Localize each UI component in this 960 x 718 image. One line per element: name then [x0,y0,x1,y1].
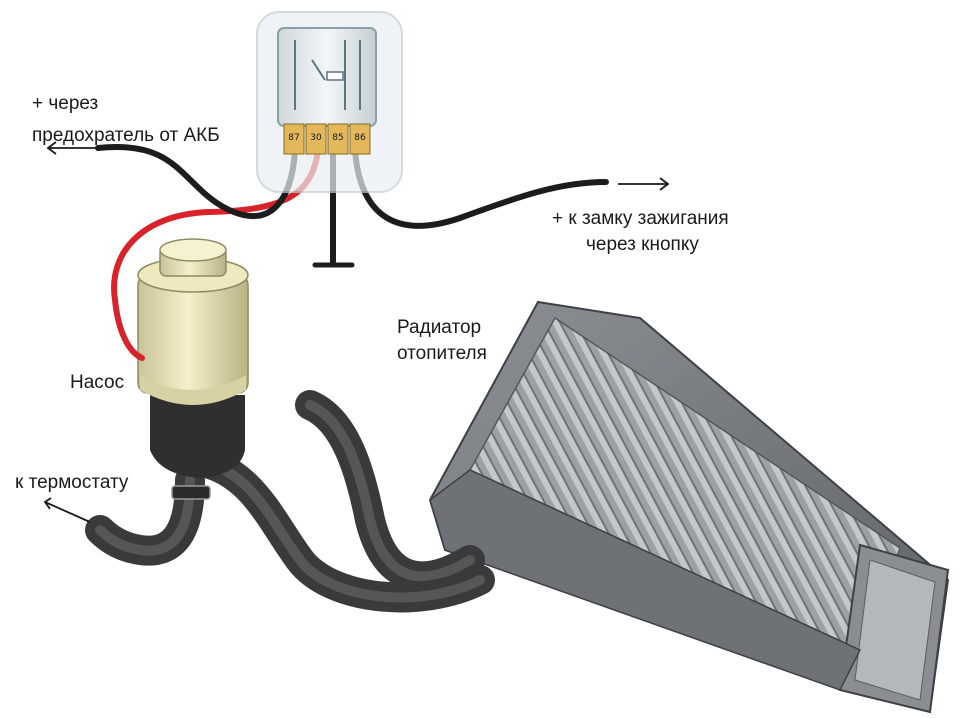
heater-radiator [428,300,950,714]
electric-pump [137,238,249,478]
relay-pins: 87 30 85 86 [283,123,371,155]
label-radiator-line1: Радиатор [397,317,482,338]
relay-pin-label-85: 85 [332,133,343,143]
label-ignition-line2: через кнопку [586,234,699,255]
label-battery-plus-line1: + через [32,93,99,114]
relay-pin-label-30: 30 [310,133,322,143]
arrow-battery [46,141,95,155]
relay-pin-87 [283,123,305,155]
relay-pin-86 [349,123,371,155]
relay-pin-label-86: 86 [354,133,366,143]
arrow-thermostat [43,497,91,523]
arrow-ignition [618,177,670,191]
relay-pin-label-87: 87 [288,133,299,143]
red-wire [111,147,321,361]
black-wire-ignition [352,147,609,229]
coolant-hoses [85,390,495,613]
label-radiator-line2: отопителя [397,343,487,364]
direction-arrows [43,141,670,523]
label-battery-plus-line2: предохратель от АКБ [32,125,220,146]
relay: 87 30 85 86 [256,11,403,193]
label-thermostat: к термостату [15,472,129,493]
label-pump: Насос [70,372,125,393]
label-ignition-line1: + к замку зажигания [552,208,729,229]
relay-pin-85 [327,123,349,155]
relay-pin-30 [305,123,327,155]
